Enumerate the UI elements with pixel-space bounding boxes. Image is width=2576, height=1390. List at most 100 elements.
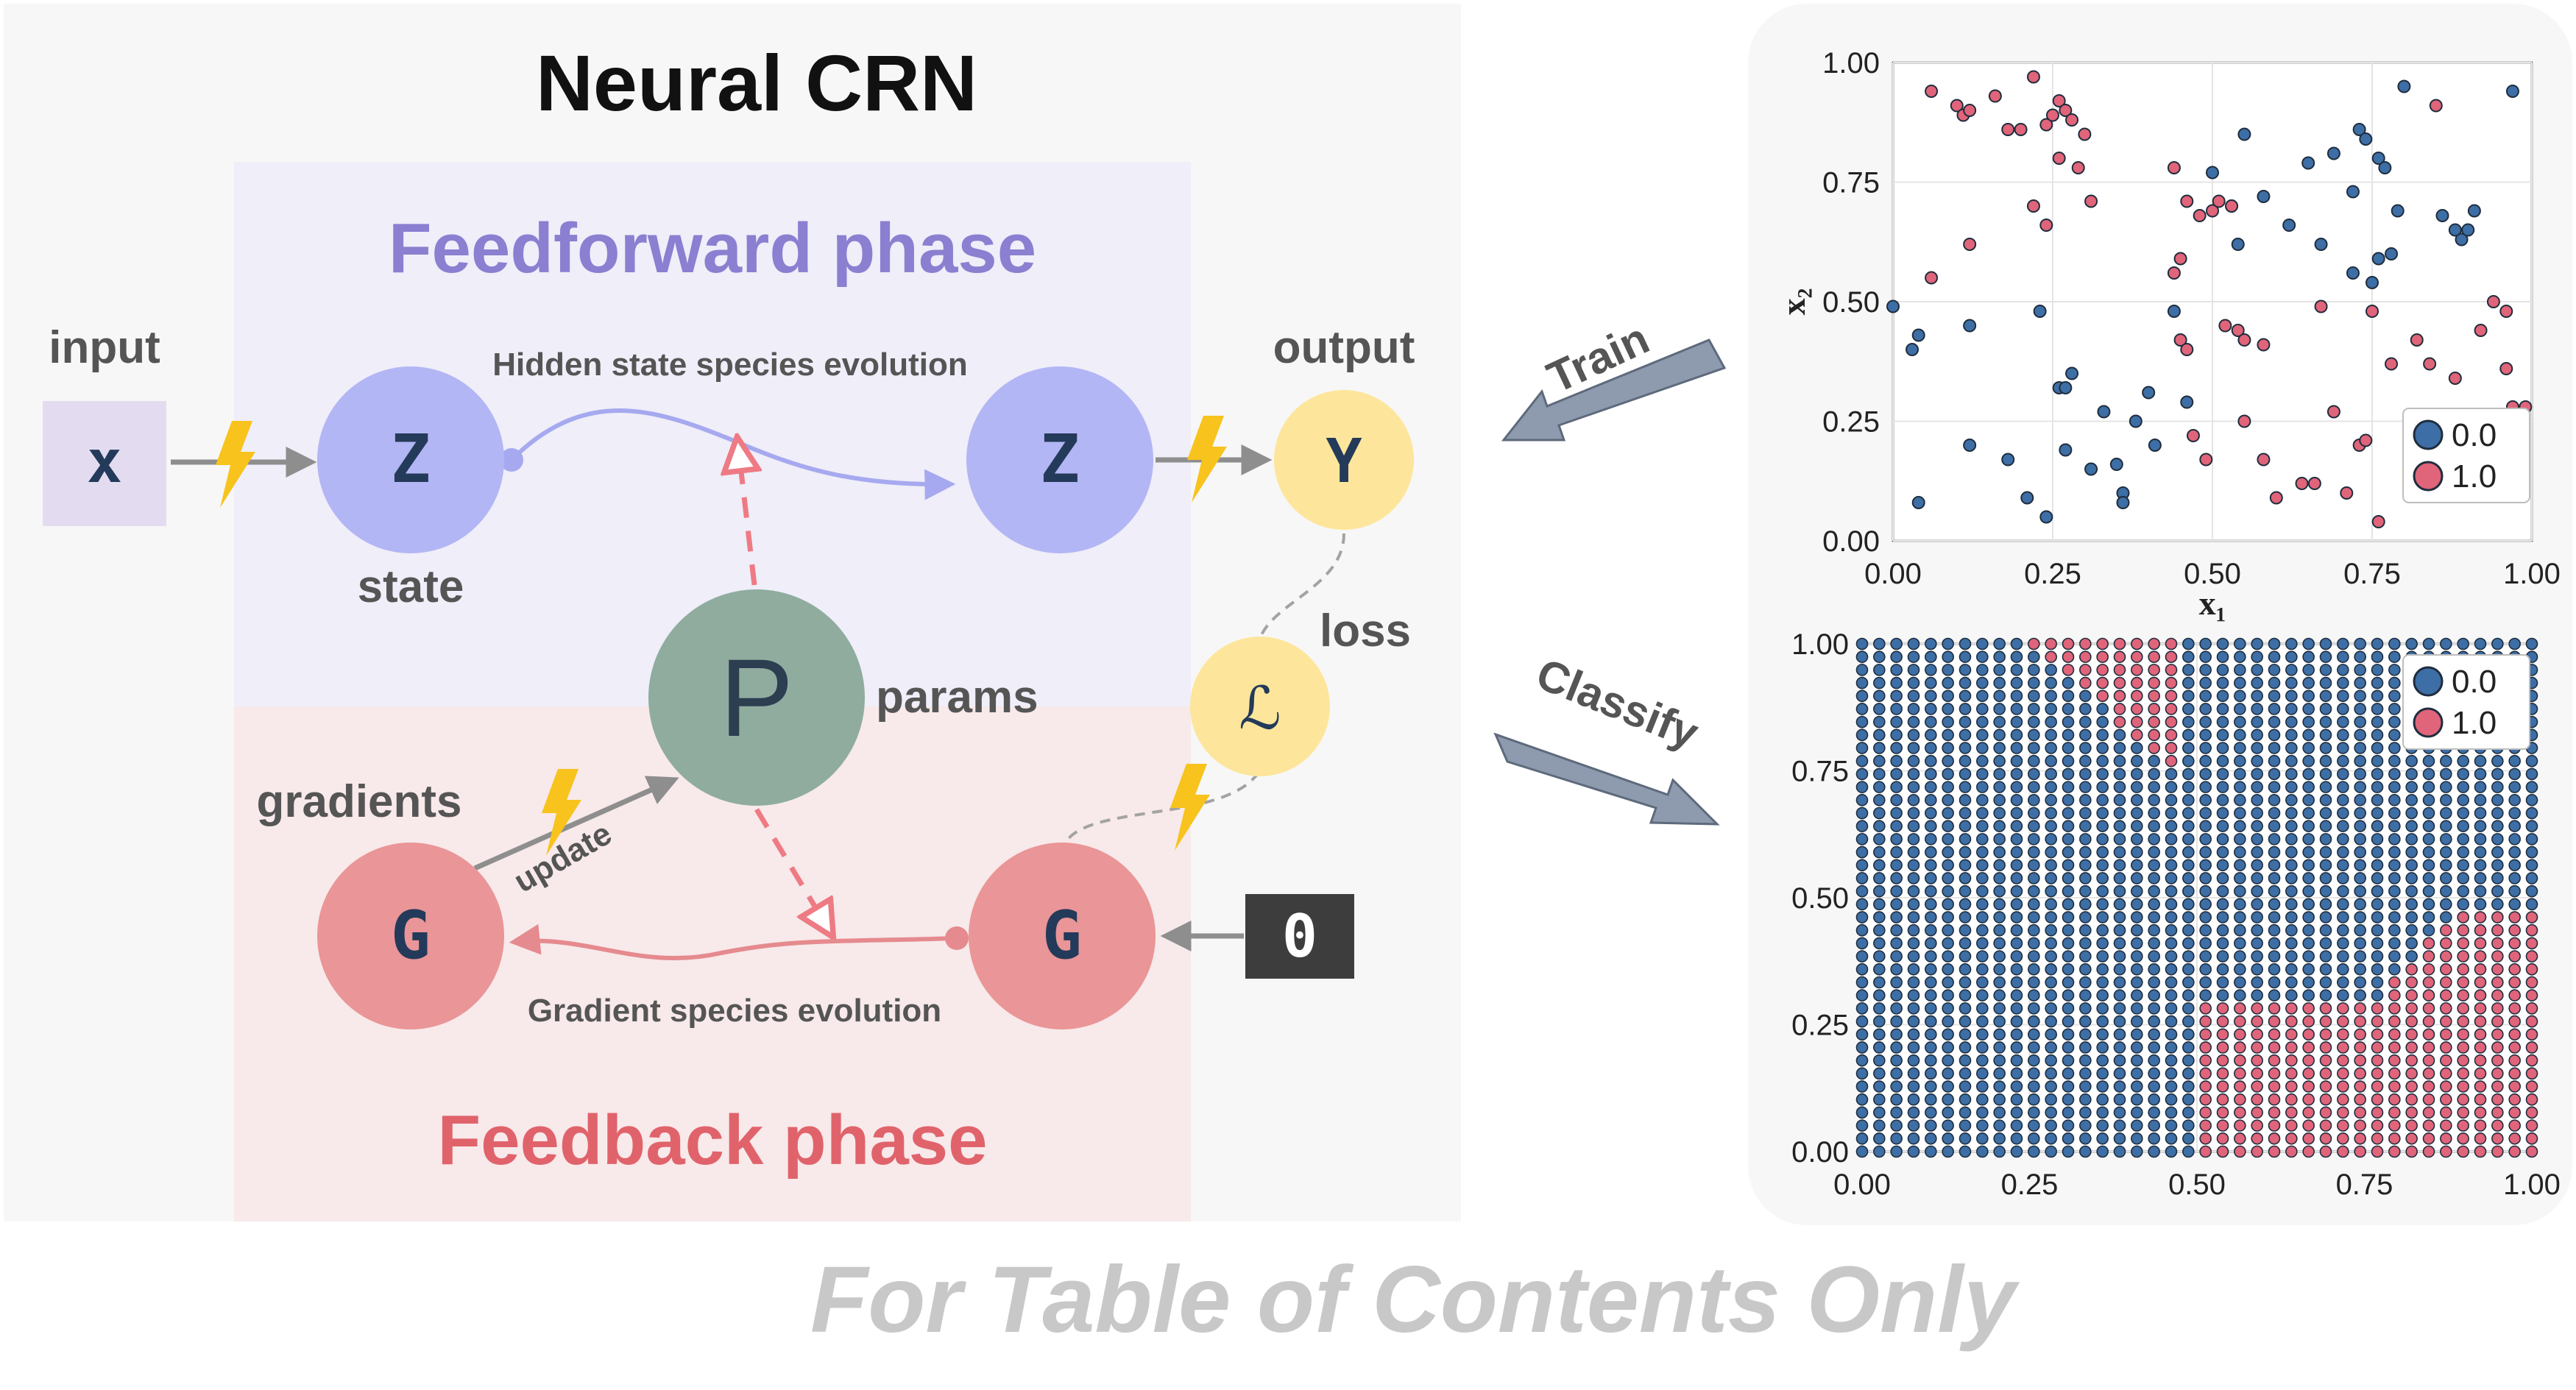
data-point: [2212, 194, 2226, 208]
grid-point: [2165, 1054, 2178, 1067]
grid-point: [2096, 989, 2109, 1001]
feedback-phase-label: Feedback phase: [438, 1101, 988, 1180]
grid-point: [2148, 1119, 2160, 1132]
grid-point: [2337, 1119, 2349, 1132]
grid-point: [2182, 1041, 2195, 1054]
grid-point: [2010, 1041, 2023, 1054]
grid-point: [1890, 664, 1903, 676]
grid-point: [1855, 1080, 1869, 1093]
grid-point: [2251, 650, 2263, 663]
data-point: [2385, 247, 2399, 260]
grid-point: [2096, 963, 2109, 976]
grid-point: [2216, 898, 2229, 911]
lightning-icon-input: [216, 421, 255, 508]
grid-point: [2131, 1041, 2143, 1054]
grid-point: [1907, 637, 1920, 650]
grid-point: [2371, 1028, 2384, 1041]
grid-point: [1993, 728, 2006, 742]
grid-point: [2096, 1106, 2109, 1119]
data-point: [2173, 252, 2187, 266]
grid-point: [1958, 989, 1972, 1001]
grid-point: [1958, 637, 1972, 650]
grid-point: [1993, 1015, 2006, 1028]
grid-point: [2131, 637, 2143, 650]
data-point: [2116, 496, 2130, 509]
grid-point: [2354, 1132, 2366, 1145]
train-arrow-shape: [1501, 338, 1727, 442]
grid-point: [2319, 937, 2332, 950]
data-point: [2046, 108, 2059, 122]
data-point: [2084, 194, 2098, 208]
grid-point: [2079, 937, 2092, 950]
grid-point: [2388, 1145, 2401, 1158]
grid-point: [2285, 1106, 2298, 1119]
grid-point: [1907, 1080, 1920, 1093]
grid-point: [2045, 1119, 2057, 1132]
grid-point: [2182, 833, 2195, 845]
grid-point: [2113, 728, 2126, 742]
grid-point: [1976, 950, 1989, 962]
grid-point: [2371, 937, 2384, 950]
grid-point: [2113, 676, 2126, 689]
grid-point: [2525, 820, 2538, 832]
grid-point: [2388, 689, 2401, 703]
grid-point: [1958, 1002, 1972, 1015]
grid-point: [2234, 937, 2246, 950]
grid-point: [1890, 1028, 1903, 1041]
data-point: [2059, 381, 2073, 394]
grid-point: [1942, 806, 1954, 820]
grid-point: [2113, 1119, 2126, 1132]
grid-point: [1873, 664, 1886, 676]
grid-point: [2337, 950, 2349, 962]
grid-point: [2113, 1145, 2126, 1158]
grid-point: [2216, 1119, 2229, 1132]
grid-point: [2028, 963, 2040, 976]
grid-point: [1873, 989, 1886, 1001]
x-tick-label: 0.75: [2336, 1169, 2393, 1201]
grid-point: [1873, 767, 1886, 781]
grid-point: [1855, 794, 1869, 806]
grid-point: [2148, 715, 2160, 728]
data-point: [2199, 453, 2213, 467]
grid-point: [2028, 1106, 2040, 1119]
grid-point: [2062, 1067, 2075, 1080]
grid-point: [2165, 650, 2178, 663]
grid-point: [2251, 1054, 2263, 1067]
grid-point: [1873, 1015, 1886, 1028]
grid-point: [2371, 794, 2384, 806]
grid-point: [1907, 676, 1920, 689]
grid-point: [2045, 1080, 2057, 1093]
grid-point: [2268, 781, 2281, 793]
grid-point: [2010, 1132, 2023, 1145]
grid-point: [2251, 728, 2263, 742]
grid-point: [2285, 703, 2298, 715]
grid-point: [2285, 872, 2298, 884]
grid-point: [2268, 1067, 2281, 1080]
grid-point: [2405, 937, 2418, 950]
grid-point: [2216, 703, 2229, 715]
grid-point: [2251, 1080, 2263, 1093]
grid-point: [2508, 884, 2521, 898]
grid-point: [2045, 833, 2057, 845]
grid-point: [2096, 728, 2109, 742]
grid-point: [2388, 650, 2401, 663]
grid-point: [2319, 911, 2332, 923]
grid-point: [1958, 767, 1972, 781]
grid-point: [2422, 1119, 2435, 1132]
grid-point: [2405, 1080, 2418, 1093]
grid-point: [1958, 754, 1972, 767]
grid-point: [2508, 845, 2521, 859]
grid-point: [2405, 833, 2418, 845]
grid-point: [2337, 1028, 2349, 1041]
grid-point: [2045, 872, 2057, 884]
grid-point: [2457, 794, 2469, 806]
grid-point: [2354, 1093, 2366, 1106]
grid-point: [1925, 884, 1937, 898]
grid-point: [1907, 833, 1920, 845]
grid-point: [2113, 650, 2126, 663]
grid-point: [2440, 1054, 2452, 1067]
grid-point: [2165, 872, 2178, 884]
grid-point: [2079, 898, 2092, 911]
gradient-evolution-label: Gradient species evolution: [528, 993, 941, 1029]
grid-point: [2371, 1119, 2384, 1132]
